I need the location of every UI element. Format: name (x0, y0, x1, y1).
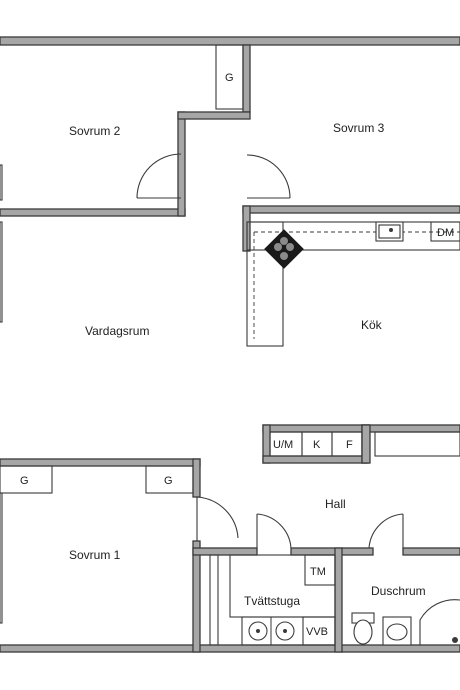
wall-appliance-bottom (262, 455, 368, 464)
room-label-tvattstuga: Tvättstuga (244, 594, 300, 608)
fridge-label: K (313, 439, 321, 451)
wall-sovrum1-right-lower (192, 540, 201, 653)
room-label-sovrum2: Sovrum 2 (69, 124, 121, 138)
room-label-vardagsrum: Vardagsrum (85, 324, 149, 338)
closet-top-outline (215, 44, 244, 110)
washbasin-icon (382, 616, 412, 646)
closet-right-label: G (164, 475, 173, 487)
sink-icon (375, 221, 404, 242)
wall-tvatt-top (192, 547, 258, 556)
toilet-icon (351, 612, 375, 645)
room-label-sovrum1: Sovrum 1 (69, 548, 121, 562)
wall-dusch-top (402, 547, 460, 556)
dryer-box (304, 554, 336, 586)
freezer-box (331, 431, 363, 457)
window-left-mid (0, 221, 3, 323)
wall-bottom (0, 644, 460, 653)
closet-left-label: G (20, 475, 29, 487)
tvatt-inner-outline (209, 554, 219, 646)
stove-icon (264, 229, 304, 269)
window-left-upper (0, 164, 3, 201)
water-heater-label: VVB (306, 626, 328, 638)
dishwasher-box (430, 221, 460, 242)
dryer-label: TM (310, 566, 326, 578)
closet-left-outline (0, 465, 53, 494)
kitchen-counter-dash (253, 231, 460, 339)
door-sovrum3 (246, 154, 291, 199)
water-heater-box (302, 616, 336, 646)
room-label-sovrum3: Sovrum 3 (333, 121, 385, 135)
room-label-hall: Hall (325, 497, 346, 511)
door-sovrum2 (136, 153, 182, 199)
door-sovrum1 (196, 496, 239, 541)
wall-corridor-left (177, 111, 186, 217)
wall-sovrum2-right-upper (242, 44, 251, 113)
door-duschrum (368, 513, 404, 551)
freezer-label: F (346, 439, 353, 451)
wall-sovrum2-bottom (0, 208, 186, 217)
wall-corridor-left-cap (177, 111, 251, 120)
room-label-kok: Kök (361, 318, 383, 332)
door-tvattstuga (256, 513, 292, 551)
wall-tvatt-top2 (290, 547, 374, 556)
freezer-fridge-label: U/M (273, 439, 293, 451)
wall-sovrum1-top (0, 458, 201, 467)
wall-sovrum1-right (192, 458, 201, 498)
wall-sovrum3-bottom (242, 205, 460, 214)
dishwasher-label: DM (437, 227, 454, 239)
kitchen-counter-top (246, 221, 460, 251)
room-label-duschrum: Duschrum (371, 584, 426, 598)
closet-right-outline (145, 465, 194, 494)
washing-machine-icon (248, 617, 295, 645)
wall-appliance-right-ext (361, 424, 371, 464)
closet-top-label: G (225, 72, 234, 84)
wall-top (0, 36, 460, 46)
wall-tvatt-right (334, 547, 343, 653)
window-left-lower (0, 492, 3, 624)
shower-icon (419, 599, 460, 645)
counter-right-box (374, 431, 460, 457)
